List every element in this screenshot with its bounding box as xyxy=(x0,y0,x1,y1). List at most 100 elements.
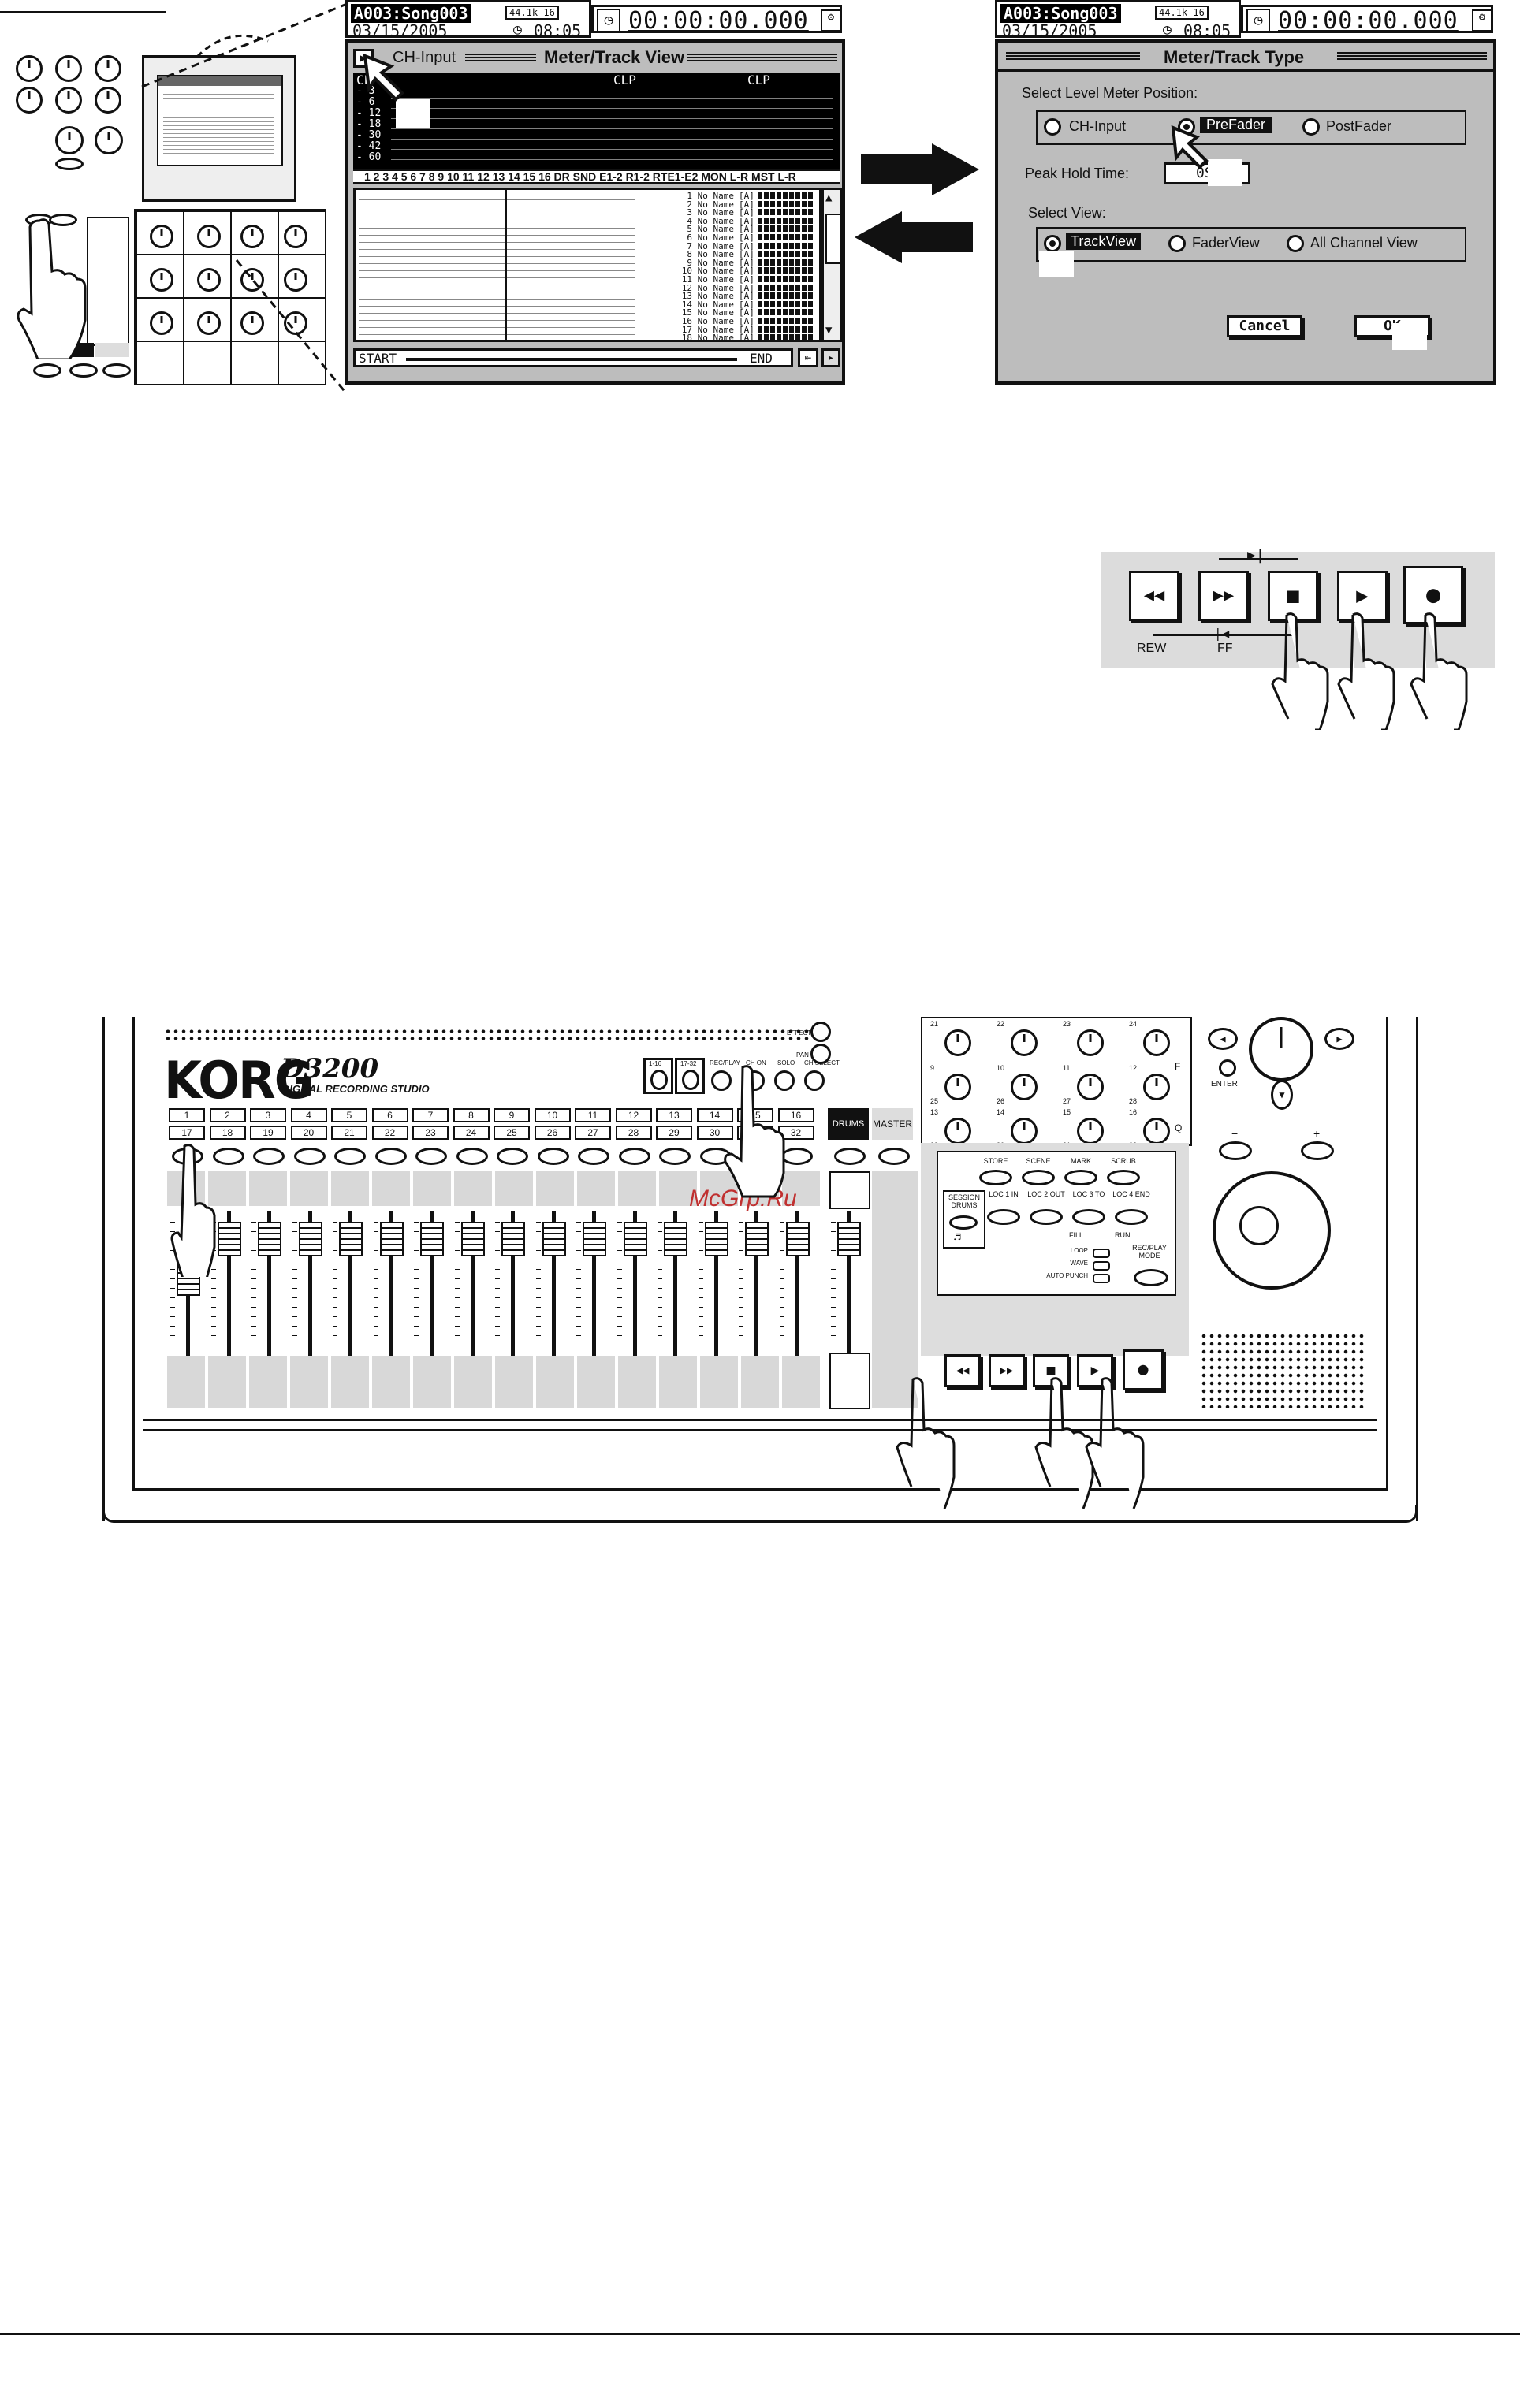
cursor-right-button[interactable]: ▶ xyxy=(1324,1028,1354,1050)
track-row[interactable]: 17 No Name[A] xyxy=(631,326,819,334)
counter-clock-icon[interactable]: ◷ xyxy=(597,9,620,32)
function-button[interactable] xyxy=(1022,1170,1055,1185)
channel-select-button[interactable] xyxy=(456,1148,488,1165)
encoder-knob[interactable] xyxy=(1143,1074,1170,1100)
track-row[interactable]: 16 No Name[A] xyxy=(631,317,819,326)
fader-knob[interactable] xyxy=(217,1222,241,1256)
solo-button[interactable] xyxy=(774,1070,795,1091)
fader-knob[interactable] xyxy=(420,1222,444,1256)
fader-knob[interactable] xyxy=(583,1222,606,1256)
minus-button[interactable] xyxy=(1219,1141,1252,1160)
console-ff-button[interactable]: ▶▶ xyxy=(989,1354,1025,1387)
fader-knob[interactable] xyxy=(704,1222,728,1256)
fader-knob[interactable] xyxy=(379,1222,404,1256)
scroll-up-icon[interactable]: ▲ xyxy=(825,192,833,204)
counter-clock-icon[interactable]: ◷ xyxy=(1246,9,1270,32)
effect-button[interactable] xyxy=(810,1022,831,1042)
encoder-knob[interactable] xyxy=(1077,1074,1104,1100)
encoder-knob[interactable] xyxy=(1011,1029,1038,1056)
track-row[interactable]: 3 No Name[A] xyxy=(631,208,819,217)
track-row[interactable]: 2 No Name[A] xyxy=(631,200,819,209)
channel-select-button[interactable] xyxy=(537,1148,569,1165)
track-row[interactable]: 18 No Name[A] xyxy=(631,333,819,340)
encoder-knob[interactable] xyxy=(1011,1074,1038,1100)
fader-knob[interactable] xyxy=(298,1222,322,1256)
track-row[interactable]: 12 No Name[A] xyxy=(631,284,819,292)
channel-select-button[interactable] xyxy=(253,1148,285,1165)
tab-ch-input[interactable]: CH-Input xyxy=(393,49,456,66)
ch-select-button[interactable] xyxy=(804,1070,825,1091)
fader-knob[interactable] xyxy=(785,1222,810,1256)
locate-button[interactable] xyxy=(1115,1209,1148,1225)
track-row[interactable]: 1 No Name[A] xyxy=(631,192,819,200)
channel-select-button[interactable] xyxy=(415,1148,447,1165)
track-row[interactable]: 9 No Name[A] xyxy=(631,259,819,267)
channel-select-button[interactable] xyxy=(497,1148,528,1165)
channel-select-button[interactable] xyxy=(293,1148,326,1165)
channel-select-button[interactable] xyxy=(878,1148,910,1165)
locate-button[interactable] xyxy=(987,1209,1020,1225)
track-row[interactable]: 15 No Name[A] xyxy=(631,308,819,317)
rec-play-mode-button[interactable] xyxy=(1134,1269,1168,1286)
function-button[interactable] xyxy=(979,1170,1012,1185)
radio-trackview[interactable] xyxy=(1044,235,1061,252)
console-record-button[interactable]: ● xyxy=(1123,1349,1164,1390)
channel-select-button[interactable] xyxy=(618,1148,650,1165)
locate-button[interactable] xyxy=(1072,1209,1105,1225)
position-bar[interactable]: START END xyxy=(353,348,793,367)
bank-1-16[interactable]: 1-16 xyxy=(643,1058,673,1094)
function-button[interactable] xyxy=(1064,1170,1097,1185)
plus-button[interactable] xyxy=(1301,1141,1334,1160)
encoder-knob[interactable] xyxy=(944,1029,971,1056)
encoder-knob[interactable] xyxy=(1011,1118,1038,1144)
encoder-knob[interactable] xyxy=(1143,1118,1170,1144)
encoder-knob[interactable] xyxy=(1077,1118,1104,1144)
fader-knob[interactable] xyxy=(623,1222,647,1256)
channel-select-button[interactable] xyxy=(212,1148,244,1165)
fader-knob[interactable] xyxy=(258,1222,281,1256)
console-play-button[interactable]: ▶ xyxy=(1077,1354,1113,1387)
track-row[interactable]: 10 No Name[A] xyxy=(631,266,819,275)
channel-select-button[interactable] xyxy=(659,1148,691,1165)
track-row[interactable]: 5 No Name[A] xyxy=(631,225,819,233)
channel-select-button[interactable] xyxy=(834,1148,866,1165)
rec-play-button[interactable] xyxy=(711,1070,732,1091)
function-button[interactable] xyxy=(1107,1170,1140,1185)
channel-select-button[interactable] xyxy=(334,1148,366,1165)
fader-knob[interactable] xyxy=(664,1222,687,1256)
track-row[interactable]: 11 No Name[A] xyxy=(631,275,819,284)
counter-mode-icon[interactable]: ⚙ xyxy=(1472,9,1492,32)
scroll-thumb[interactable] xyxy=(825,214,841,264)
fader-knob[interactable] xyxy=(501,1222,525,1256)
stop-button[interactable]: ■ xyxy=(1268,571,1318,621)
fader-knob[interactable] xyxy=(745,1222,769,1256)
counter-mode-icon[interactable]: ⚙ xyxy=(821,9,841,32)
encoder-knob[interactable] xyxy=(944,1074,971,1100)
locate-button[interactable] xyxy=(1030,1209,1063,1225)
console-rewind-button[interactable]: ◀◀ xyxy=(944,1354,981,1387)
radio-all-channel-view[interactable] xyxy=(1287,235,1304,252)
scroll-right-icon[interactable]: ▸ xyxy=(821,348,840,367)
jog-wheel[interactable] xyxy=(1213,1171,1331,1290)
scroll-down-icon[interactable]: ▼ xyxy=(825,324,833,337)
track-row[interactable]: 14 No Name[A] xyxy=(631,300,819,309)
track-row[interactable]: 4 No Name[A] xyxy=(631,217,819,225)
channel-select-button[interactable] xyxy=(578,1148,609,1165)
cursor-left-button[interactable]: ◀ xyxy=(1208,1028,1238,1050)
fader-knob[interactable] xyxy=(460,1222,485,1256)
channel-select-button[interactable] xyxy=(374,1148,407,1165)
bank-17-32[interactable]: 17-32 xyxy=(675,1058,705,1094)
rewind-button[interactable]: ◀◀ xyxy=(1129,571,1179,621)
track-row[interactable]: 6 No Name[A] xyxy=(631,233,819,242)
track-scrollbar[interactable]: ▲ ▼ xyxy=(821,188,842,342)
fast-forward-button[interactable]: ▶▶ xyxy=(1198,571,1249,621)
encoder-knob[interactable] xyxy=(944,1118,971,1144)
cancel-button[interactable]: Cancel xyxy=(1227,315,1302,337)
fader-knob[interactable] xyxy=(339,1222,363,1256)
enter-button[interactable] xyxy=(1219,1059,1236,1077)
encoder-knob[interactable] xyxy=(1077,1029,1104,1056)
encoder-knob[interactable] xyxy=(1143,1029,1170,1056)
pan-button[interactable] xyxy=(810,1044,831,1064)
track-row[interactable]: 7 No Name[A] xyxy=(631,242,819,251)
cursor-down-button[interactable]: ▼ xyxy=(1271,1080,1293,1110)
